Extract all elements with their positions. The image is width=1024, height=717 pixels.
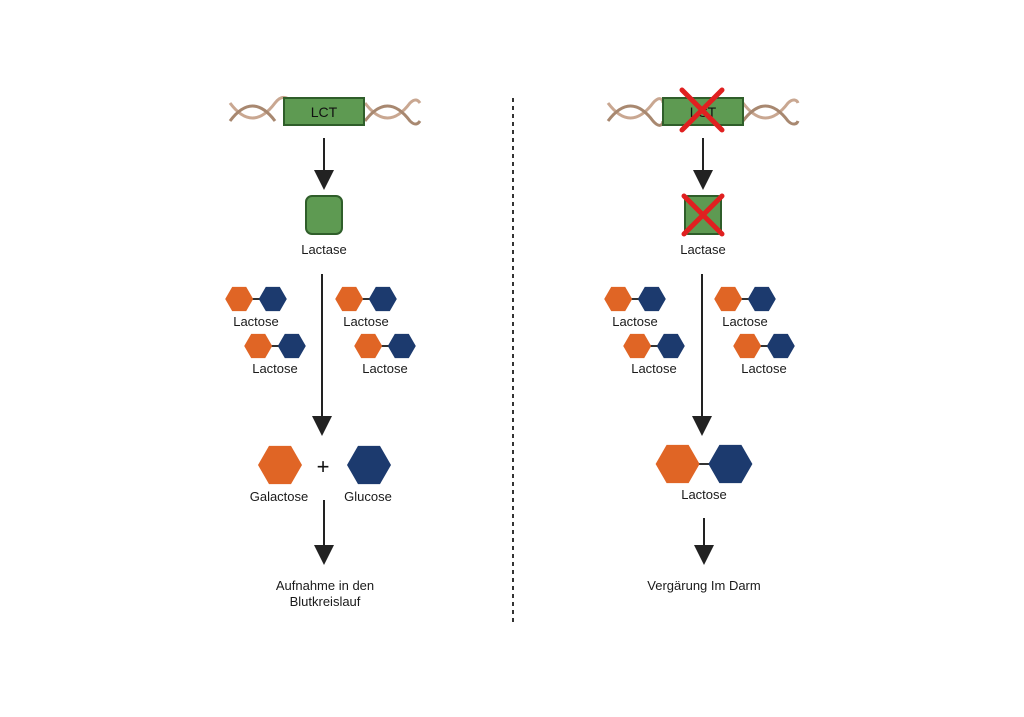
left-lactose-1-galactose-hexagon — [225, 286, 254, 312]
left-lactose-3-glucose-hexagon — [277, 333, 306, 359]
right-lactose-4-glucose-hexagon — [766, 333, 795, 359]
right-lactose-label-4: Lactose — [741, 361, 787, 376]
glucose-label: Glucose — [344, 489, 392, 504]
left-lactose-label-2: Lactose — [343, 314, 389, 329]
left-enzyme-label: Lactase — [301, 242, 347, 257]
right-lactose-label-2: Lactose — [722, 314, 768, 329]
right-lactose-1-glucose-hexagon — [637, 286, 666, 312]
right-result-lactose-galactose-hexagon — [655, 444, 700, 484]
left-lactase-enzyme — [305, 195, 343, 235]
left-lactose-label-3: Lactose — [252, 361, 298, 376]
right-enzyme-label: Lactase — [680, 242, 726, 257]
right-lactose-label-1: Lactose — [612, 314, 658, 329]
right-lactose-3-glucose-hexagon — [656, 333, 685, 359]
right-lactose-2-galactose-hexagon — [714, 286, 743, 312]
molecule-group — [225, 286, 795, 485]
left-lactose-4-galactose-hexagon — [354, 333, 383, 359]
left-outcome-label: Aufnahme in den Blutkreislauf — [275, 578, 375, 609]
left-lactose-label-1: Lactose — [233, 314, 279, 329]
left-lactose-3-galactose-hexagon — [244, 333, 273, 359]
right-enzyme-cross-icon — [681, 193, 725, 237]
right-gene-cross-icon — [679, 87, 725, 133]
right-lactose-2-glucose-hexagon — [747, 286, 776, 312]
left-gene-label: LCT — [311, 104, 338, 120]
plus-sign: + — [317, 454, 330, 479]
right-lactose-1-galactose-hexagon — [604, 286, 633, 312]
left-lactose-label-4: Lactose — [362, 361, 408, 376]
galactose-hexagon — [258, 445, 302, 485]
right-lactose-3-galactose-hexagon — [623, 333, 652, 359]
right-result-lactose-glucose-hexagon — [708, 444, 753, 484]
left-lactose-4-glucose-hexagon — [387, 333, 416, 359]
left-lactose-2-glucose-hexagon — [368, 286, 397, 312]
right-result-lactose-label: Lactose — [681, 487, 727, 502]
right-lactose-label-3: Lactose — [631, 361, 677, 376]
glucose-hexagon — [347, 445, 391, 485]
right-outcome-label: Vergärung Im Darm — [647, 578, 761, 593]
right-lactose-4-galactose-hexagon — [733, 333, 762, 359]
left-lactose-1-glucose-hexagon — [258, 286, 287, 312]
left-gene-box — [283, 97, 365, 126]
galactose-label: Galactose — [249, 489, 309, 504]
left-lactose-2-galactose-hexagon — [335, 286, 364, 312]
